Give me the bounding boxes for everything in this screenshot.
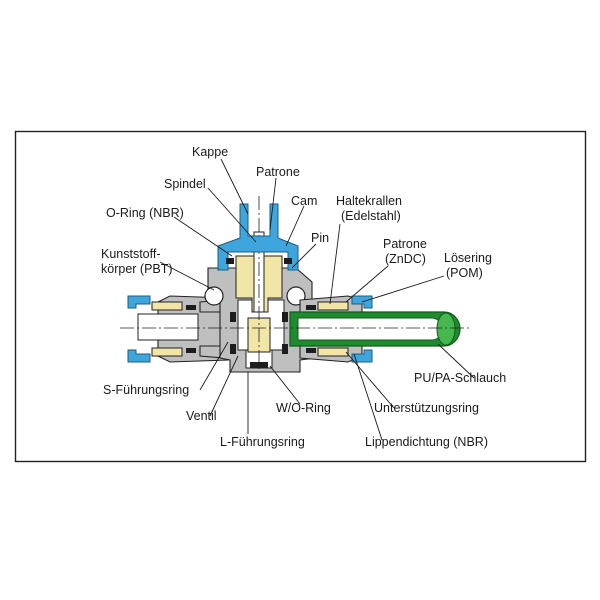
- label-oring-nbr: O-Ring (NBR): [106, 206, 184, 220]
- label-loesering-2: (POM): [446, 266, 483, 280]
- label-ventil: Ventil: [186, 409, 217, 423]
- label-lippendichtung: Lippendichtung (NBR): [365, 435, 488, 449]
- pu-pa-tube: [289, 311, 461, 347]
- label-haltekrallen-1: Haltekrallen: [336, 194, 402, 208]
- label-pin: Pin: [311, 231, 329, 245]
- label-wo-ring: W/O-Ring: [276, 401, 331, 415]
- label-schlauch: PU/PA-Schlauch: [414, 371, 506, 385]
- label-unterstuetzungsring: Unterstützungsring: [374, 401, 479, 415]
- label-haltekrallen-2: (Edelstahl): [341, 209, 401, 223]
- label-loesering-1: Lösering: [444, 251, 492, 265]
- label-patrone-right-2: (ZnDC): [385, 252, 426, 266]
- label-kunststoff-2: körper (PBT): [101, 262, 173, 276]
- diagram-frame: [14, 130, 587, 463]
- left-fitting: [127, 295, 229, 363]
- labels: Kappe Patrone Spindel Cam Haltekrallen (…: [101, 145, 506, 449]
- central-body: [204, 196, 333, 373]
- label-patrone-right-1: Patrone: [383, 237, 427, 251]
- leader-lines: [159, 158, 475, 441]
- label-l-fuehrungsring: L-Führungsring: [220, 435, 305, 449]
- label-cam: Cam: [291, 194, 317, 208]
- label-kunststoff-1: Kunststoff-: [101, 247, 161, 261]
- label-s-fuehrungsring: S-Führungsring: [103, 383, 189, 397]
- label-patrone-top: Patrone: [256, 165, 300, 179]
- label-spindel: Spindel: [164, 177, 206, 191]
- label-kappe: Kappe: [192, 145, 228, 159]
